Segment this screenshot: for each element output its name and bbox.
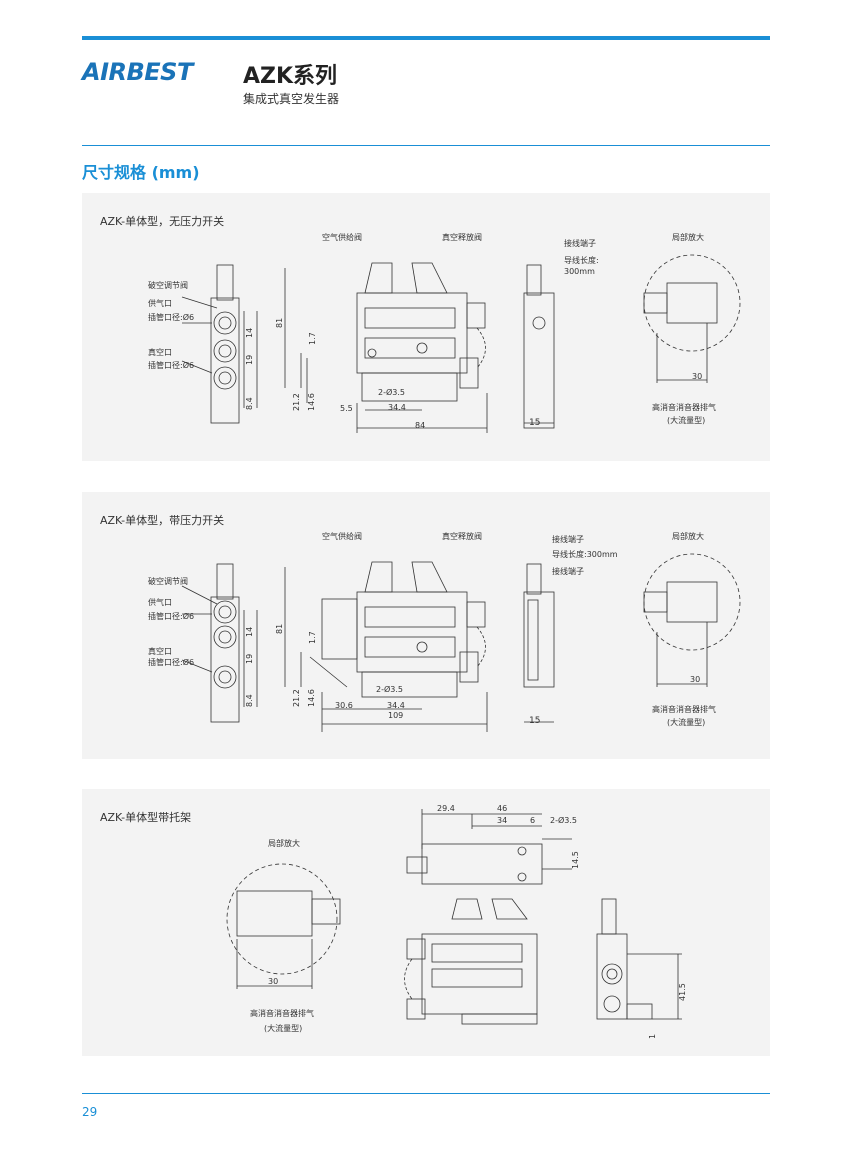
- technical-drawing: 空气供给阀 真空释放阀 接线端子 导线长度:300mm 接线端子 局部放大 破空…: [148, 531, 741, 732]
- series-subtitle: 集成式真空发生器: [243, 92, 340, 106]
- panel-title: AZK-单体型，带压力开关: [100, 514, 225, 527]
- dim-15: 15: [529, 418, 540, 428]
- dim-81: 81: [275, 624, 284, 634]
- panel-title: AZK-单体型带托架: [100, 811, 192, 824]
- label-vacuum-port: 真空口: [148, 347, 172, 357]
- label-silencer: 高消音消音器排气: [250, 1008, 314, 1018]
- label-detail: 局部放大: [672, 232, 704, 242]
- label-wire-length-1: 导线长度:: [564, 255, 599, 265]
- page-number: 29: [82, 1105, 98, 1119]
- dim-34: 34: [497, 816, 507, 825]
- label-detail: 局部放大: [672, 531, 704, 541]
- label-tube-dia-2: 插管口径:Ø6: [148, 657, 194, 667]
- header-divider: [82, 145, 770, 146]
- top-accent-bar: [82, 36, 770, 40]
- label-supply-valve: 空气供给阀: [322, 232, 362, 242]
- label-wire-terminal-2: 接线端子: [552, 566, 584, 576]
- dim-5-5: 5.5: [340, 404, 353, 413]
- footer-divider: [82, 1093, 770, 1094]
- label-supply-port: 供气口: [148, 298, 172, 308]
- dim-8-4: 8.4: [245, 397, 254, 410]
- dim-84: 84: [415, 421, 425, 430]
- label-tube-dia-1: 插管口径:Ø6: [148, 611, 194, 621]
- dim-41-5: 41.5: [678, 983, 687, 1001]
- dim-14: 14: [245, 627, 254, 637]
- label-supply-valve: 空气供给阀: [322, 531, 362, 541]
- label-break-valve: 破空调节阀: [148, 280, 188, 290]
- dim-1: 1: [648, 1034, 657, 1039]
- dim-21-2: 21.2: [292, 393, 301, 411]
- dim-21-2: 21.2: [292, 689, 301, 707]
- dim-34-4: 34.4: [387, 701, 405, 710]
- label-tube-dia-1: 插管口径:Ø6: [148, 312, 194, 322]
- dim-19: 19: [245, 654, 254, 664]
- drawing-panel-with-switch: AZK-单体型，带压力开关: [82, 492, 770, 759]
- label-supply-port: 供气口: [148, 597, 172, 607]
- label-wire-terminal: 接线端子: [564, 238, 596, 248]
- label-large-flow: (大流量型): [667, 415, 705, 425]
- dim-14-5: 14.5: [571, 851, 580, 869]
- dim-8-4: 8.4: [245, 694, 254, 707]
- dim-14-6: 14.6: [307, 393, 316, 411]
- label-large-flow: (大流量型): [264, 1023, 302, 1033]
- dim-30: 30: [268, 977, 278, 986]
- dim-2-d3-5: 2-Ø3.5: [550, 815, 577, 825]
- drawing-panel-with-bracket: AZK-单体型带托架: [82, 789, 770, 1056]
- dim-2-d3-5: 2-Ø3.5: [378, 387, 405, 397]
- label-large-flow: (大流量型): [667, 717, 705, 727]
- label-release-valve: 真空释放阀: [442, 232, 482, 242]
- dim-46: 46: [497, 804, 507, 813]
- dim-15: 15: [529, 716, 540, 726]
- dim-19: 19: [245, 355, 254, 365]
- dim-6: 6: [530, 816, 535, 825]
- label-silencer: 高消音消音器排气: [652, 704, 716, 714]
- label-tube-dia-2: 插管口径:Ø6: [148, 360, 194, 370]
- dim-30: 30: [692, 372, 702, 381]
- panel-title: AZK-单体型，无压力开关: [100, 215, 225, 228]
- dim-109: 109: [388, 711, 403, 720]
- dim-1-7: 1.7: [308, 631, 317, 644]
- dim-29-4: 29.4: [437, 804, 455, 813]
- label-wire-terminal: 接线端子: [552, 534, 584, 544]
- label-wire-length: 导线长度:300mm: [552, 549, 618, 559]
- dim-30-6: 30.6: [335, 701, 353, 710]
- dim-2-d3-5: 2-Ø3.5: [376, 684, 403, 694]
- dim-81: 81: [275, 318, 284, 328]
- technical-drawing: 空气供给阀 真空释放阀 接线端子 导线长度: 300mm 局部放大 破空调节阀 …: [148, 232, 741, 433]
- section-title: 尺寸规格 (mm): [82, 163, 200, 182]
- dim-34-4: 34.4: [388, 403, 406, 412]
- dim-1-7: 1.7: [308, 332, 317, 345]
- label-silencer: 高消音消音器排气: [652, 402, 716, 412]
- series-title: AZK系列: [243, 64, 338, 89]
- label-wire-length-2: 300mm: [564, 267, 595, 276]
- airbest-logo: AIRBEST: [82, 58, 193, 86]
- dim-14: 14: [245, 328, 254, 338]
- dim-14-6: 14.6: [307, 689, 316, 707]
- label-break-valve: 破空调节阀: [148, 576, 188, 586]
- label-release-valve: 真空释放阀: [442, 531, 482, 541]
- label-detail: 局部放大: [268, 838, 300, 848]
- label-vacuum-port: 真空口: [148, 646, 172, 656]
- drawing-panel-no-switch: AZK-单体型，无压力开关: [82, 193, 770, 461]
- dim-30: 30: [690, 675, 700, 684]
- technical-drawing: 局部放大 高消音消音器排气 (大流量型) 29.4 46 34 6 2-Ø3.5…: [226, 804, 687, 1039]
